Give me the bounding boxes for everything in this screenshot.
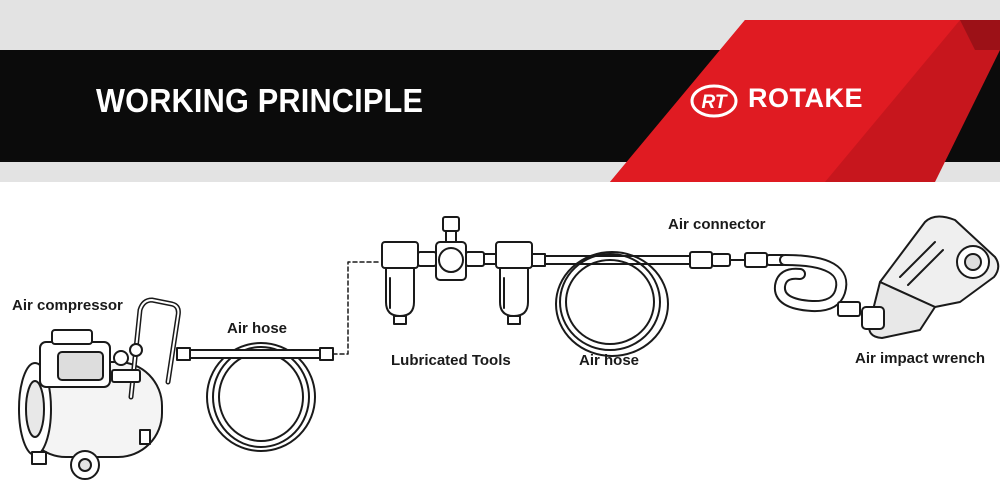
- air-hose-2-coil: [531, 251, 695, 357]
- working-principle-diagram: [18, 215, 1000, 480]
- page-title: WORKING PRINCIPLE: [96, 82, 424, 119]
- label-air-impact-wrench: Air impact wrench: [855, 350, 986, 367]
- air-compressor-illustration: [18, 297, 181, 480]
- label-lubricated-tools: Lubricated Tools: [391, 352, 511, 369]
- label-air-hose-2: Air hose: [579, 352, 640, 369]
- brand-name: ROTAKE: [748, 83, 863, 113]
- whip-hose: [773, 254, 861, 317]
- label-air-connector: Air connector: [668, 216, 766, 233]
- air-hose-1-coil: [176, 342, 334, 452]
- brand-red-shapes: [610, 20, 1000, 182]
- dashed-connection-line: [332, 261, 381, 355]
- label-air-compressor: Air compressor: [12, 297, 123, 314]
- svg-text:RT: RT: [702, 92, 728, 113]
- frl-unit-illustration: [381, 216, 533, 325]
- label-air-hose-1: Air hose: [227, 320, 288, 337]
- air-connector-illustration: [689, 251, 786, 269]
- brand-logo-icon: RT: [690, 84, 738, 118]
- air-impact-wrench-illustration: [861, 215, 1000, 339]
